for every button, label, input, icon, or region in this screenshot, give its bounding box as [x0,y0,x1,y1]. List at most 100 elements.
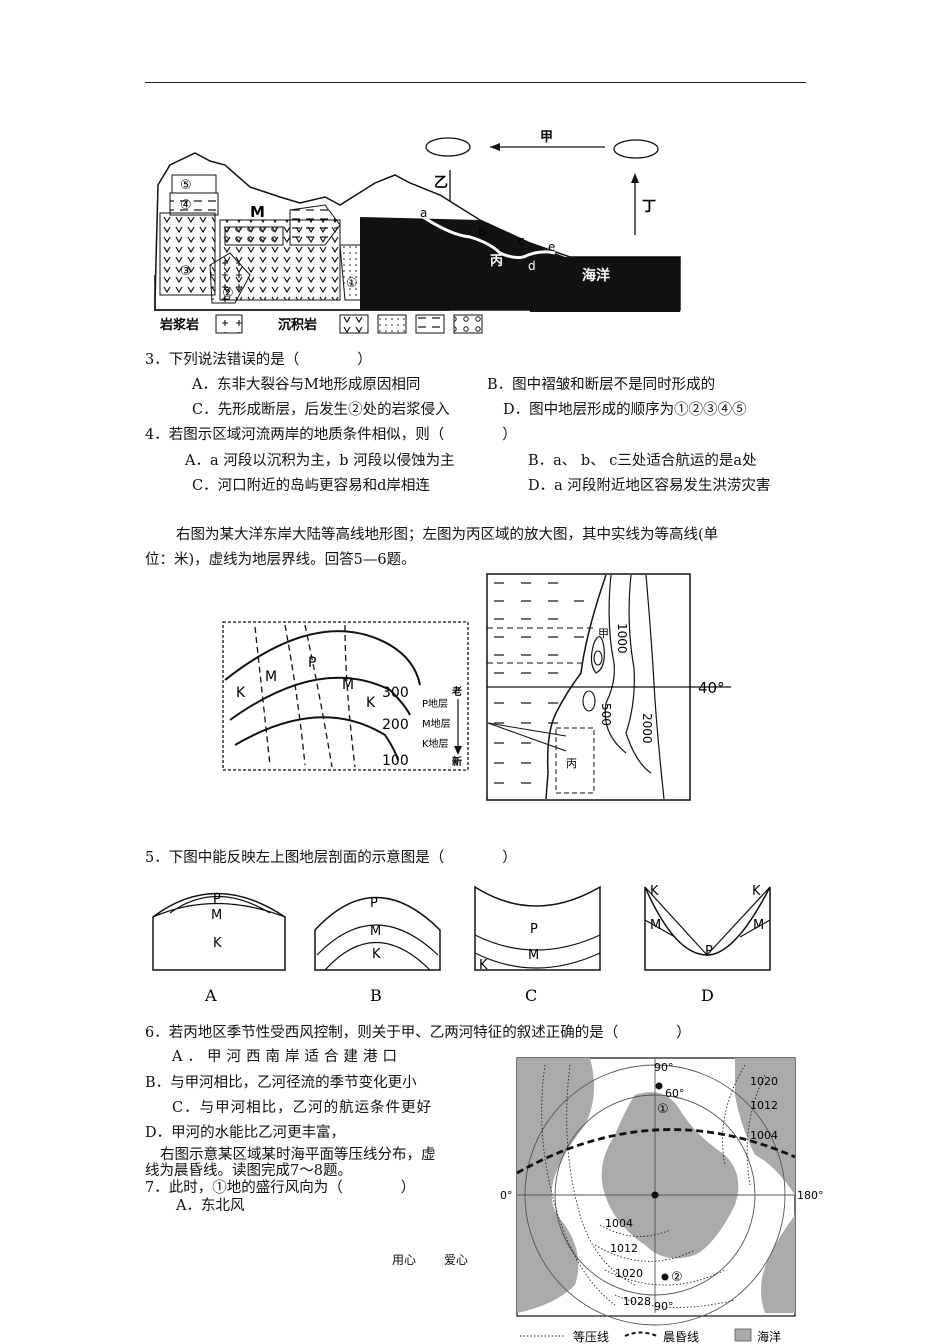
lat-60: 60° [665,1087,685,1100]
isobar-map-figure: 90° 60° ① 0° 180° ② 90° 1020 1012 1004 1… [500,1057,824,1344]
section-b-M: M [370,924,381,939]
label-M: M [250,203,265,221]
label-e: e [548,240,555,254]
stratum-M-left: M [265,669,277,685]
intro-7-8-line2: 线为晨昏线。读图完成7～8题。 [145,1163,352,1179]
intro-7-8-line1: 右图示意某区域某时海平面等压线分布，虚 [160,1147,436,1163]
contour-2000: 2000 [640,713,654,744]
contour-300: 300 [382,685,409,701]
section-c-K: K [479,958,488,973]
label-jia: 甲 [540,130,553,145]
section-b-K: K [372,947,381,962]
river-jia-label: 甲 [598,627,609,640]
option-label-b: B [370,986,382,1005]
lon-180: 180° [797,1189,824,1202]
lon-0: 0° [500,1189,513,1202]
q6-option-b: B．与甲河相比，乙河径流的季节变化更小 [145,1075,417,1091]
label-n5: ⑤ [180,178,192,193]
intro-5-6-line1: 右图为某大洋东岸大陆等高线地形图；左图为丙区域的放大图，其中实线为等高线(单 [176,527,719,543]
section-option-c: P M K C [474,885,601,1005]
cloud-icon [425,137,659,159]
section-option-b: P M K B [314,896,441,1005]
stratum-contour-map-left: K M P M K 300 200 100 老 P地层 M地层 K地层 新 [222,621,469,771]
section-d-M-right: M [753,918,764,933]
contour-100: 100 [382,753,409,769]
section-b-P: P [370,896,378,911]
label-a: a [420,206,427,220]
label-ocean: 海洋 [582,267,610,284]
label-bing: 丙 [490,254,503,269]
isobar-1012-top: 1012 [750,1099,778,1112]
section-a-M: M [211,908,222,923]
q3-stem: 3．下列说法错误的是（ ） [145,352,372,368]
q4-option-a: A．a 河段以沉积为主，b 河段以侵蚀为主 [185,453,455,469]
latitude-40: 40° [698,679,725,697]
isobar-1028: 1028 [623,1295,651,1308]
geology-cross-section-figure: 甲 乙 丁 a b c d e 丙 海洋 M ⑤ ④ ③ ② ① 岩浆岩 沉积岩 [154,130,681,334]
lon-90-top: 90° [654,1061,674,1074]
label-ding: 丁 [642,199,656,215]
q3-option-a: A．东非大裂谷与M地形成原因相同 [192,377,421,393]
section-c-P: P [530,922,538,937]
stratum-K-left: K [236,685,246,701]
legend-isobar: 等压线 [573,1330,609,1344]
stratum-P: P [308,655,316,671]
legend-ocean: 海洋 [757,1329,781,1344]
contour-200: 200 [382,717,409,733]
option-label-d: D [701,986,714,1005]
footer-left: 用心 [392,1253,417,1267]
q7-option-a: A．东北风 [176,1198,245,1214]
q4-option-c: C．河口附近的岛屿更容易和d岸相连 [192,478,430,494]
q6-stem: 6．若丙地区季节性受西风控制，则关于甲、乙两河特征的叙述正确的是（ ） [145,1025,691,1041]
label-n4: ④ [180,198,192,213]
legend-old: 老 [451,685,462,698]
continent-contour-map-right: 甲 1000 500 2000 丙 40° [486,573,731,801]
q6-option-a: A．甲河西南岸适合建港口 [172,1049,402,1065]
q6-option-c: C．与甲河相比，乙河的航运条件更好 [172,1100,433,1116]
q5-section-diagrams: P M K A P M K B P M K C K [152,884,771,1005]
header-rule [145,82,806,83]
q5-stem: 5．下图中能反映左上图地层剖面的示意图是（ ） [145,850,517,866]
q3-option-b: B．图中褶皱和断层不是同时形成的 [487,377,716,393]
footer-right: 爱心 [444,1253,469,1267]
contour-500: 500 [599,703,613,726]
section-c-M: M [528,948,539,963]
section-d-K-left: K [650,884,659,899]
lon-90-bottom: 90° [654,1300,674,1313]
q4-stem: 4．若图示区域河流两岸的地质条件相似，则（ ） [145,427,517,443]
label-b: b [478,225,486,239]
point-1: ① [657,1102,669,1117]
isobar-1020-top: 1020 [750,1075,778,1088]
legend-k-stratum: K地层 [422,737,449,750]
q3-option-d: D．图中地层形成的顺序为①②③④⑤ [503,402,747,418]
section-d-K-right: K [752,884,761,899]
q6-option-d: D．甲河的水能比乙河更丰富， [145,1125,346,1141]
label-n2: ② [222,286,234,301]
stratum-M-right: M [342,677,354,693]
label-c: c [518,234,525,248]
legend-p-stratum: P地层 [422,697,448,710]
label-d: d [528,259,536,273]
isobar-1020-bottom: 1020 [615,1267,643,1280]
q7-stem: 7．此时，①地的盛行风向为（ ） [145,1180,416,1196]
option-label-a: A [204,986,217,1005]
isobar-1004-top: 1004 [750,1129,778,1142]
section-a-K: K [213,936,222,951]
q4-option-d: D．a 河段附近地区容易发生洪涝灾害 [528,478,771,494]
legend-new: 新 [452,755,462,768]
section-d-P: P [705,944,713,959]
point-2: ② [671,1270,683,1285]
legend-m-stratum: M地层 [422,717,451,730]
q4-option-b: B．a、 b、 c三处适合航运的是a处 [528,453,757,469]
contour-1000: 1000 [615,623,629,654]
section-a-P: P [213,892,221,907]
q3-option-c: C．先形成断层，后发生②处的岩浆侵入 [192,402,450,418]
label-n1: ① [346,276,358,291]
region-bing: 丙 [566,757,577,770]
intro-5-6-line2: 位：米)，虚线为地层界线。回答5—6题。 [145,552,416,568]
section-option-d: K M P M K D [644,884,771,1005]
section-d-M-left: M [650,918,661,933]
option-label-c: C [525,986,537,1005]
isobar-1012-bottom: 1012 [610,1242,638,1255]
legend-igneous: 岩浆岩 [159,317,199,333]
